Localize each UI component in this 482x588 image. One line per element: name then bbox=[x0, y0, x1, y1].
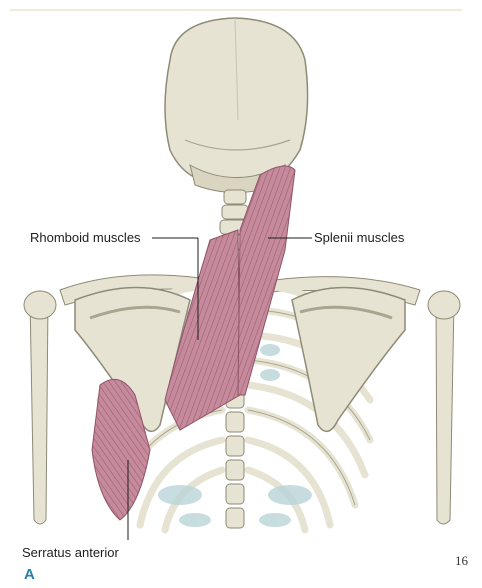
serratus-label: Serratus anterior bbox=[22, 545, 119, 560]
splenii-label: Splenii muscles bbox=[314, 230, 404, 245]
panel-letter: A bbox=[24, 566, 35, 583]
page-number: 16 bbox=[455, 553, 468, 569]
rhomboid-label: Rhomboid muscles bbox=[30, 230, 141, 245]
